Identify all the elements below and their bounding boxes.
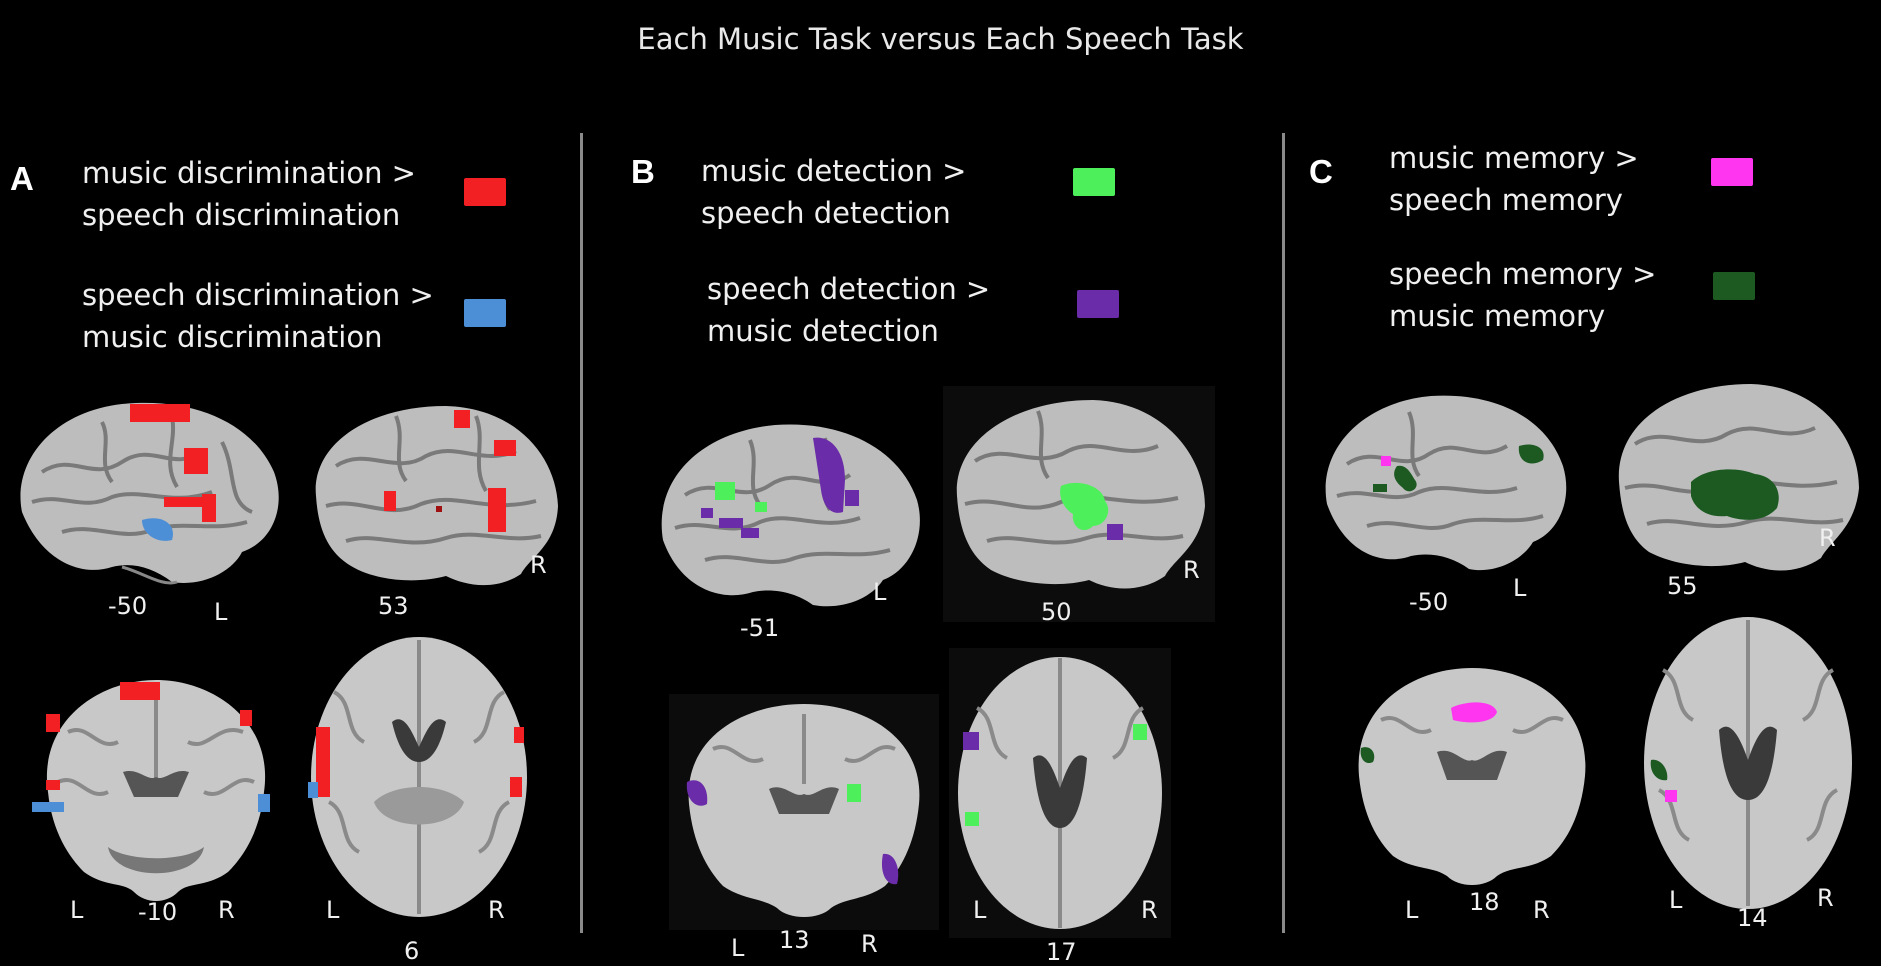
coronal-brain-image bbox=[1358, 668, 1586, 885]
hemisphere-label: R bbox=[218, 896, 235, 924]
hemisphere-label: L bbox=[731, 934, 745, 962]
legend-label: music discrimination >speech discriminat… bbox=[82, 156, 416, 232]
sagittal-brain-image bbox=[1325, 395, 1567, 571]
panel-a: A music discrimination >speech discrimin… bbox=[0, 0, 580, 965]
hemisphere-label: L bbox=[1513, 574, 1527, 602]
panel-letter: B bbox=[631, 153, 655, 190]
legend-swatch-green bbox=[1073, 168, 1115, 196]
slice-coordinate: 13 bbox=[779, 926, 810, 954]
panel-divider bbox=[580, 133, 583, 933]
hemisphere-label: R bbox=[1533, 896, 1550, 924]
slice-coordinate: 53 bbox=[378, 592, 409, 620]
sagittal-brain-image bbox=[315, 406, 558, 586]
panel-letter: A bbox=[10, 160, 34, 197]
slice-coordinate: -50 bbox=[108, 592, 148, 620]
panel-b: B music detection >speech detection spee… bbox=[583, 0, 1282, 966]
hemisphere-label: L bbox=[70, 896, 84, 924]
legend-label: music memory >speech memory bbox=[1389, 141, 1639, 217]
legend-label: music detection >speech detection bbox=[701, 154, 967, 230]
slice-coordinate: 14 bbox=[1737, 904, 1768, 932]
sagittal-brain-image bbox=[661, 424, 920, 607]
figure-title: Each Music Task versus Each Speech Task bbox=[637, 22, 1244, 56]
hemisphere-label: L bbox=[1405, 896, 1419, 924]
hemisphere-label: R bbox=[1141, 896, 1158, 924]
slice-coordinate: -10 bbox=[138, 898, 178, 926]
hemisphere-label: R bbox=[1819, 524, 1836, 552]
slice-coordinate: 18 bbox=[1469, 888, 1500, 916]
slice-coordinate: 6 bbox=[404, 937, 420, 965]
legend-swatch-blue bbox=[464, 299, 506, 327]
coronal-brain-image bbox=[32, 680, 270, 901]
hemisphere-label: L bbox=[1669, 886, 1683, 914]
axial-brain-image bbox=[308, 637, 527, 917]
sagittal-brain-image bbox=[943, 386, 1215, 622]
hemisphere-label: R bbox=[530, 551, 547, 579]
legend-swatch-purple bbox=[1077, 290, 1119, 318]
legend-swatch-red bbox=[464, 178, 506, 206]
panel-letter: C bbox=[1309, 153, 1333, 190]
sagittal-brain-image bbox=[20, 402, 279, 585]
legend-label: speech memory >music memory bbox=[1389, 257, 1657, 333]
slice-coordinate: -50 bbox=[1409, 588, 1449, 616]
panel-divider bbox=[1282, 133, 1285, 933]
hemisphere-label: L bbox=[973, 896, 987, 924]
axial-brain-image bbox=[1644, 617, 1852, 909]
panel-c: C music memory >speech memory speech mem… bbox=[1285, 0, 1881, 965]
coronal-brain-image bbox=[669, 694, 939, 930]
slice-coordinate: 17 bbox=[1046, 938, 1077, 966]
legend-swatch-magenta bbox=[1711, 158, 1753, 186]
hemisphere-label: L bbox=[873, 578, 887, 606]
legend-swatch-darkgreen bbox=[1713, 272, 1755, 300]
hemisphere-label: R bbox=[488, 896, 505, 924]
hemisphere-label: L bbox=[326, 896, 340, 924]
legend-label: speech discrimination >music discriminat… bbox=[82, 278, 434, 354]
axial-brain-image bbox=[949, 648, 1171, 938]
slice-coordinate: -51 bbox=[740, 614, 780, 642]
legend-label: speech detection >music detection bbox=[707, 272, 991, 348]
hemisphere-label: R bbox=[861, 930, 878, 958]
slice-coordinate: 50 bbox=[1041, 598, 1072, 626]
hemisphere-label: R bbox=[1817, 884, 1834, 912]
slice-coordinate: 55 bbox=[1667, 572, 1698, 600]
hemisphere-label: L bbox=[214, 598, 228, 626]
sagittal-brain-image bbox=[1618, 384, 1859, 571]
hemisphere-label: R bbox=[1183, 556, 1200, 584]
